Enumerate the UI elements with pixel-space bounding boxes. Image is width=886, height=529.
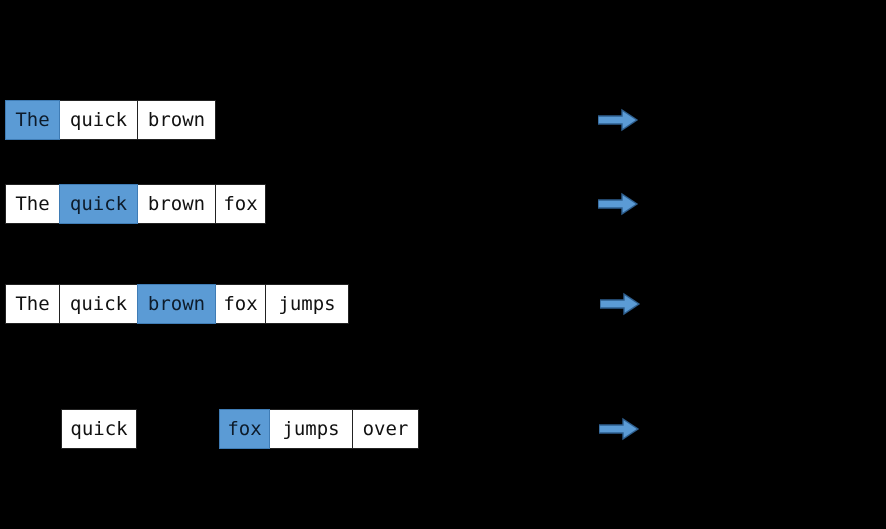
token-box[interactable]: The [5,284,60,324]
token-box[interactable]: quick [59,100,138,140]
token-box[interactable]: jumps [269,409,353,449]
token-box[interactable]: The [5,184,60,224]
token-box-highlighted[interactable]: quick [59,184,138,224]
arrow-row-3 [600,291,640,317]
token-box[interactable]: fox [215,284,266,324]
token-box[interactable]: jumps [265,284,349,324]
token-gap [137,409,220,449]
arrow-row-1 [598,107,638,133]
token-box-highlighted[interactable]: The [5,100,60,140]
token-box[interactable]: fox [215,184,266,224]
arrow-row-2 [598,191,638,217]
token-box[interactable]: over [352,409,419,449]
token-box[interactable]: quick [61,409,137,449]
token-box-highlighted[interactable]: fox [219,409,270,449]
token-box[interactable]: quick [59,284,138,324]
token-box-highlighted[interactable]: brown [137,284,216,324]
arrow-row-4 [599,416,639,442]
token-box[interactable]: brown [137,184,216,224]
token-box[interactable]: brown [137,100,216,140]
